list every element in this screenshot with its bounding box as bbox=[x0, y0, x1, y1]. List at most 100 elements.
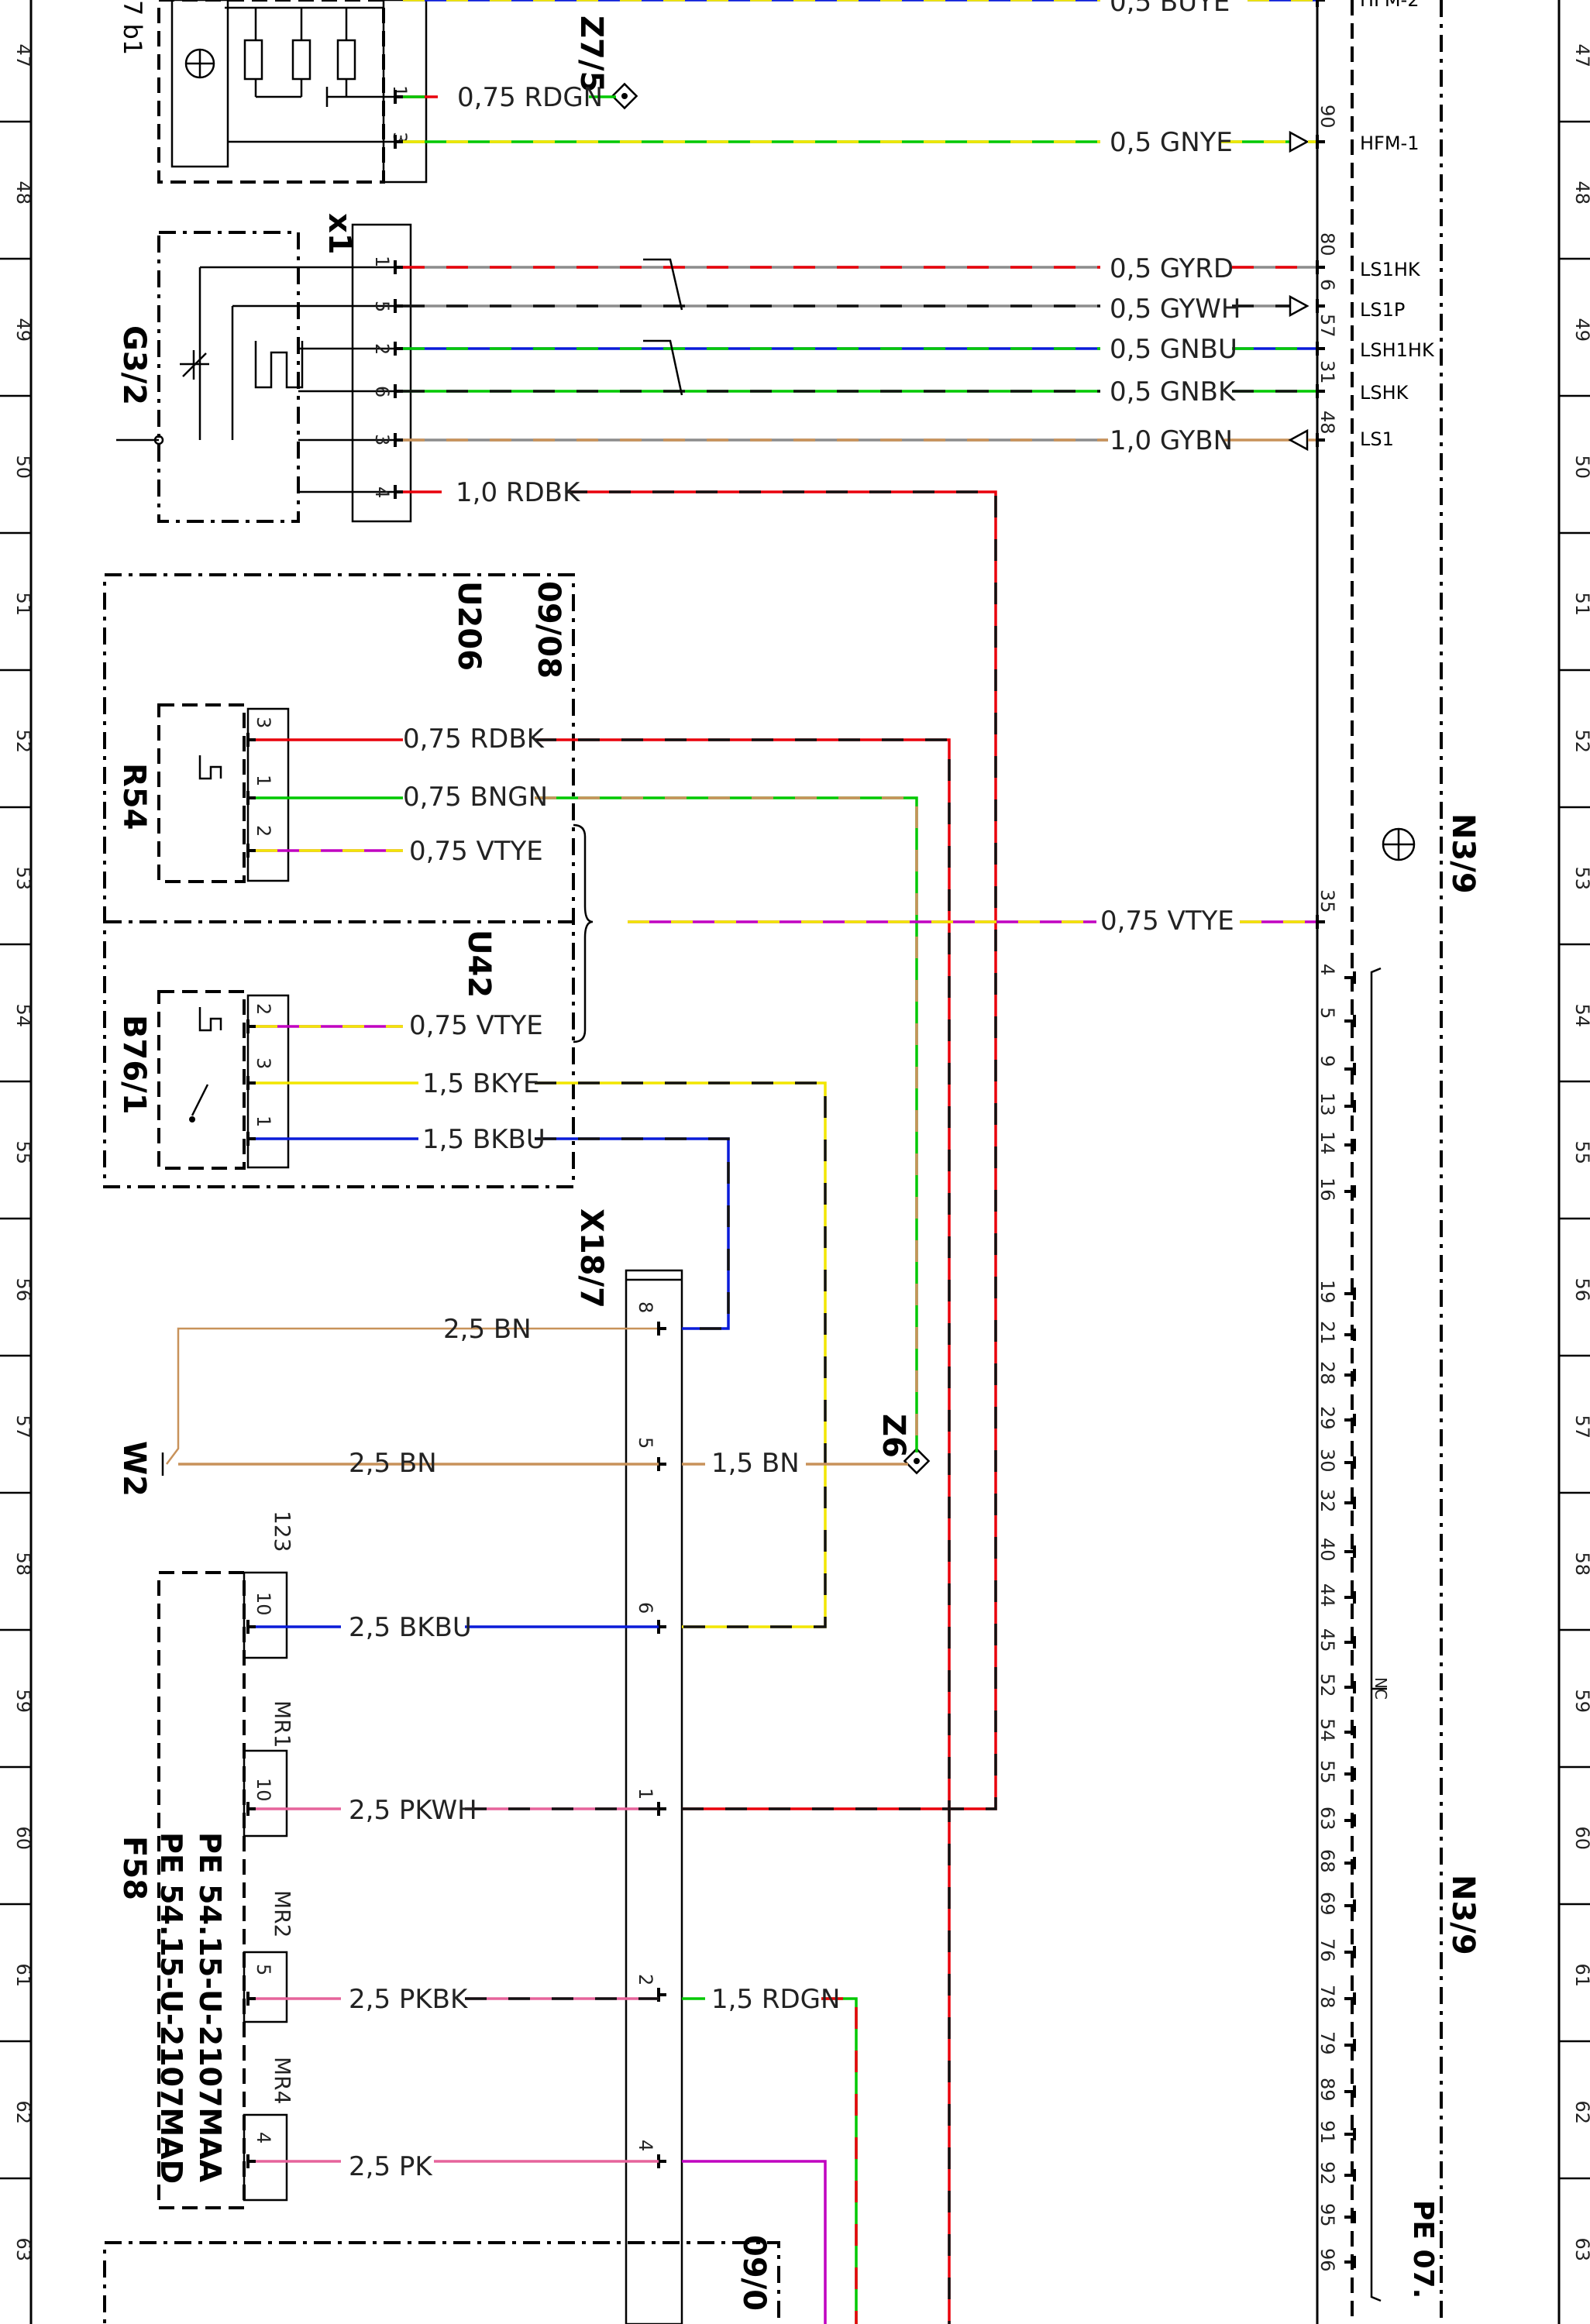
nc-pin-number: 21 bbox=[1316, 1321, 1338, 1345]
ref-0908-label: 09/08 bbox=[531, 581, 566, 679]
grid-row-label: 53 bbox=[1571, 867, 1590, 891]
bracket bbox=[573, 823, 594, 1043]
grid-row-label: 48 bbox=[1571, 181, 1590, 205]
x1-pin-3: 3 bbox=[371, 434, 393, 445]
grid-row-label: 58 bbox=[1571, 1552, 1590, 1576]
fuse-mr2-label: MR2 bbox=[270, 1890, 295, 1937]
nc-pin-number: 45 bbox=[1316, 1628, 1338, 1652]
grid-row-label: 59 bbox=[12, 1690, 34, 1714]
nc-pin-number: 32 bbox=[1316, 1489, 1338, 1513]
pe-ref-3: PE 07. bbox=[1407, 2200, 1439, 2298]
f58-fuse-box: F58 PE 54.15-U-2107MAA PE 54.15-U-2107MA… bbox=[116, 1511, 295, 2209]
nc-pin-number: 91 bbox=[1316, 2120, 1338, 2144]
arrow-triangle-icon bbox=[1289, 294, 1310, 318]
grid-row-label: 56 bbox=[1571, 1278, 1590, 1302]
x1-pin-1: 1 bbox=[371, 256, 393, 267]
grid-row-label: 49 bbox=[12, 318, 34, 342]
x1-label: x1 bbox=[322, 213, 357, 255]
wires bbox=[178, 0, 1325, 2324]
nc-pin-number: 76 bbox=[1316, 1938, 1338, 1962]
b76-1-label: B76/1 bbox=[116, 1015, 152, 1115]
wire-rdgn-15-stripe bbox=[821, 1997, 858, 2324]
wire-rdbk-075-stripe bbox=[535, 738, 951, 2324]
nc-pin-number: 54 bbox=[1316, 1718, 1338, 1742]
b76-pin-1: 1 bbox=[253, 1116, 274, 1127]
grid-row-label: 54 bbox=[1571, 1004, 1590, 1028]
wire-label-bn-15: 1,5 BN bbox=[711, 1448, 800, 1479]
wire-label-rdbk-10: 1,0 RDBK bbox=[456, 477, 581, 508]
wire-bkye bbox=[535, 1081, 827, 1628]
x18-7-label: X18/7 bbox=[573, 1208, 609, 1308]
splice-icon bbox=[611, 82, 638, 110]
n3-9-label-top: N3/9 bbox=[1445, 813, 1481, 894]
z7-5-label: Z7/5 bbox=[573, 15, 609, 92]
r54-pin-2: 2 bbox=[253, 825, 274, 837]
w2-ground: W2 bbox=[116, 1327, 659, 1497]
grid-row-label: 49 bbox=[1571, 318, 1590, 342]
x18-pin-5: 5 bbox=[635, 1437, 656, 1449]
wire-label-bn-w2-top: 2,5 BN bbox=[443, 1314, 532, 1345]
b1-label: 7 b1 bbox=[118, 0, 147, 55]
nc-pin-number: 29 bbox=[1316, 1406, 1338, 1430]
r54-label: R54 bbox=[116, 763, 152, 830]
nc-pin-number: 5 bbox=[1316, 1007, 1338, 1019]
grid-row-label: 50 bbox=[1571, 456, 1590, 480]
grid-row-label: 62 bbox=[1571, 2101, 1590, 2125]
n3-pin-48: 48 bbox=[1316, 411, 1338, 435]
nc-pin-number: 68 bbox=[1316, 1849, 1338, 1873]
b1-pin-1: 1 bbox=[389, 85, 411, 97]
grid-row-label: 55 bbox=[1571, 1141, 1590, 1165]
nc-pin-number: 13 bbox=[1316, 1092, 1338, 1116]
wire-bkbu-15-stripe bbox=[535, 1137, 730, 1330]
n3-pin-lshk: LSHK bbox=[1360, 382, 1409, 404]
n3-pin-ls1: LS1 bbox=[1360, 428, 1394, 450]
fuse-mr4-label: MR4 bbox=[270, 2057, 295, 2104]
x1-pin-2: 2 bbox=[371, 343, 393, 355]
n3-pin-ls1p: LS1P bbox=[1360, 299, 1405, 321]
u42-label: U42 bbox=[461, 930, 497, 998]
wire-rdbk-10 bbox=[566, 490, 997, 1810]
nc-pin-number: 55 bbox=[1316, 1760, 1338, 1784]
grid-row-label: 59 bbox=[1571, 1690, 1590, 1714]
f58-pin-10a: 10 bbox=[253, 1592, 274, 1616]
n3-pin-35: 35 bbox=[1316, 889, 1338, 913]
nc-pin-number: 19 bbox=[1316, 1280, 1338, 1304]
r54-pin-3: 3 bbox=[253, 717, 274, 728]
wire-label-gnbu: 0,5 GNBU bbox=[1110, 334, 1237, 365]
nc-pin-number: 28 bbox=[1316, 1361, 1338, 1385]
w2-label: W2 bbox=[116, 1441, 152, 1497]
n3-9-label-bottom: N3/9 bbox=[1445, 1875, 1481, 1955]
grid-row-label: 62 bbox=[12, 2101, 34, 2125]
wire-label-rdgn-075: 0,75 RDGN bbox=[457, 82, 603, 113]
nc-pin-number: 89 bbox=[1316, 2078, 1338, 2102]
x18-pin-4: 4 bbox=[635, 2140, 656, 2151]
wire-label-bkbu-25: 2,5 BKBU bbox=[349, 1612, 472, 1643]
wire-label-vtye-r54: 0,75 VTYE bbox=[409, 836, 543, 867]
wire-bngn-stripe bbox=[535, 796, 918, 1452]
grid-row-label: 60 bbox=[1571, 1827, 1590, 1851]
wire-label-pk: 2,5 PK bbox=[349, 2151, 433, 2182]
nc-pin-number: 63 bbox=[1316, 1807, 1338, 1831]
wire-label-gybn: 1,0 GYBN bbox=[1110, 425, 1233, 456]
grid-row-label: 51 bbox=[1571, 593, 1590, 617]
nc-pin-number: 14 bbox=[1316, 1131, 1338, 1155]
grid-row-label: 55 bbox=[12, 1141, 34, 1165]
wire-label-buye: 0,5 BUYE bbox=[1110, 0, 1230, 18]
nc-pin-number: 16 bbox=[1316, 1177, 1338, 1202]
n3-pin-ls1hk: LS1HK bbox=[1360, 259, 1421, 280]
loudspeaker-icon bbox=[1382, 827, 1416, 861]
fan-motor-icon bbox=[180, 341, 304, 389]
wire-bkbu-15 bbox=[535, 1137, 730, 1330]
grid-row-label: 60 bbox=[12, 1827, 34, 1851]
fuse-mr1-label: MR1 bbox=[270, 1700, 295, 1748]
x1-pin-5: 5 bbox=[371, 301, 393, 312]
u206-module: U206 09/08 U42 bbox=[103, 573, 575, 1188]
wire-rdbk-075 bbox=[535, 738, 951, 2324]
b76-pin-3: 3 bbox=[253, 1057, 274, 1069]
wire-label-vtye-main: 0,75 VTYE bbox=[1100, 906, 1234, 937]
grid-row-label: 61 bbox=[1571, 1964, 1590, 1988]
grid-row-label: 47 bbox=[12, 44, 34, 68]
x18-pin-6: 6 bbox=[635, 1602, 656, 1614]
wire-label-gyrd: 0,5 GYRD bbox=[1110, 253, 1234, 284]
